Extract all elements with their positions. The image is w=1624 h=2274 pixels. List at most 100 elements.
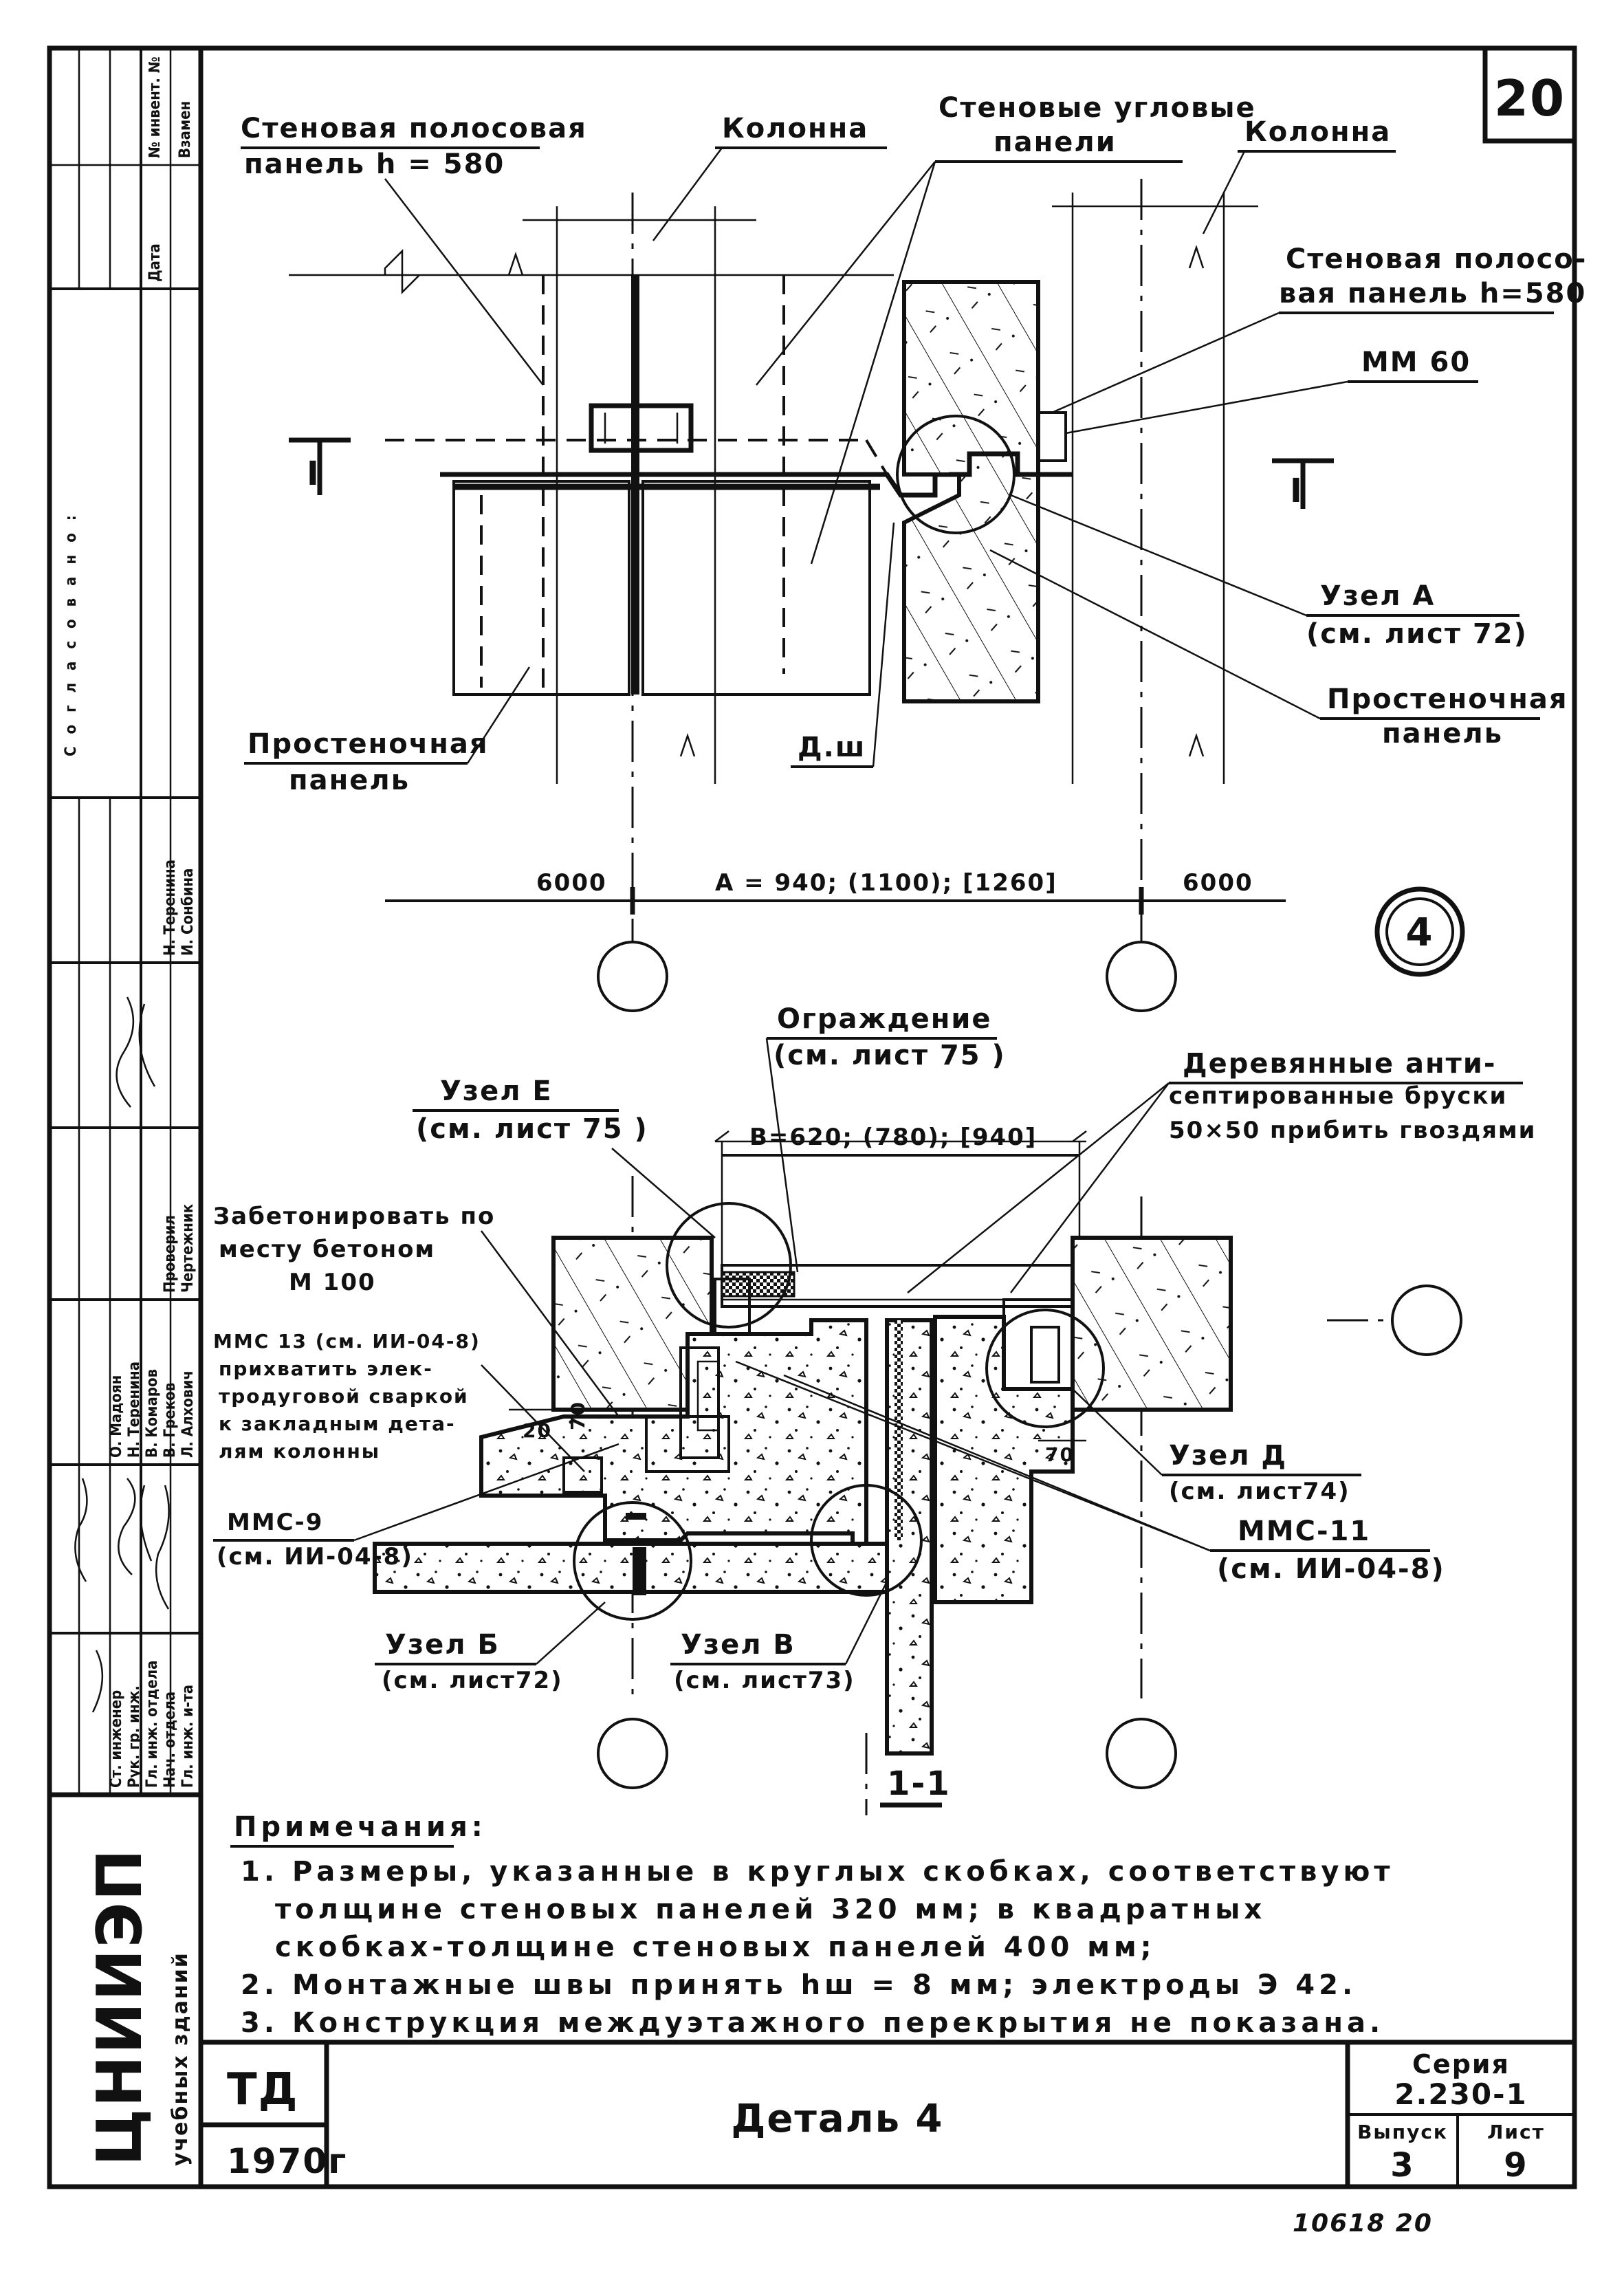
sheet-number: 20 [1494, 69, 1566, 127]
label-node-v-1: Узел В [681, 1629, 795, 1661]
section-mark-left: I [289, 437, 351, 495]
org-block: ЦНИИЭП учебных зданий [84, 1848, 193, 2166]
stamp-role2-2: Проверил [162, 1215, 179, 1293]
label-column-right: Колонна [1244, 116, 1391, 148]
section-view: 1-1 B=620; (780); [940] 20 70 70 Огражде… [213, 1003, 1537, 1815]
label-fence-1: Ограждение [777, 1003, 992, 1035]
stamp-inventory-label: № инвент. № [146, 56, 164, 158]
label-corner-panels-1: Стеновые угловые [939, 92, 1256, 124]
label-pier-panel-right-1: Простеночная [1327, 684, 1568, 715]
section-title: 1-1 [887, 1764, 951, 1803]
stamp-name-5: О. Мадоян [108, 1375, 125, 1458]
notes-heading: Примечания: [234, 1811, 487, 1843]
label-mmc11-2: (см. ИИ-04-8) [1217, 1553, 1445, 1585]
year: 1970г [227, 2141, 347, 2181]
label-mmc13-1: ММС 13 (см. ИИ-04-8) [213, 1330, 481, 1353]
label-pier-panel-right-2: панель [1382, 718, 1503, 750]
label-mm60: ММ 60 [1361, 347, 1471, 378]
stamp-role-5: Ст. инженер [108, 1690, 125, 1788]
note-line-1: 1. Размеры, указанные в круглых скобках,… [241, 1856, 1394, 1888]
issue-label: Выпуск [1357, 2121, 1448, 2143]
label-mmc13-3: тродуговой сваркой [219, 1385, 469, 1408]
dim-70a: 70 [567, 1401, 589, 1430]
axis-bubble-2 [1106, 941, 1177, 1012]
label-concrete-1: Забетонировать по [213, 1203, 495, 1230]
series-label: Серия [1412, 2049, 1510, 2079]
stamp-name-2: В. Греков [162, 1383, 179, 1458]
label-wall-panel-right-2: вая панель h=580 [1279, 278, 1586, 309]
signatures [74, 996, 170, 1713]
label-mmc9-1: ММС-9 [227, 1509, 323, 1536]
label-wood-bars-2: септированные бруски [1169, 1082, 1507, 1110]
dim-right: 6000 [1183, 869, 1253, 897]
axis-bubble-1 [597, 941, 668, 1012]
stamp-name-4: Н. Теренина [126, 1362, 143, 1458]
stamp-name-3: В. Комаров [144, 1369, 161, 1458]
series-value: 2.230-1 [1394, 2077, 1528, 2111]
stamp-name-1: Л. Алхович [179, 1370, 197, 1458]
label-mmc9-2: (см. ИИ-04-8) [217, 1543, 413, 1571]
svg-text:I: I [1290, 472, 1304, 510]
stamp-agreed-label: Согласовано: [63, 503, 80, 756]
axis-bubble-3 [597, 1718, 668, 1789]
label-fence-2: (см. лист 75 ) [773, 1040, 1006, 1071]
axis-bubble-5 [1391, 1284, 1462, 1356]
label-pier-panel-left-2: панель [289, 765, 410, 796]
label-node-v-2: (см. лист73) [674, 1667, 855, 1694]
label-dsh: Д.ш [798, 732, 866, 763]
label-concrete-2: месту бетоном [219, 1236, 435, 1263]
label-node-b-2: (см. лист72) [382, 1667, 563, 1694]
dim-b: B=620; (780); [940] [749, 1124, 1037, 1151]
note-line-5: 3. Конструкция междуэтажного перекрытия … [241, 2007, 1384, 2039]
axis-bubble-4 [1106, 1718, 1177, 1789]
drawing-title: Деталь 4 [732, 2097, 944, 2141]
section-mark-right: I [1272, 458, 1334, 510]
stamp-role-2: Нач. отдела [162, 1692, 179, 1788]
sheet-label: Лист [1487, 2121, 1545, 2143]
issue-value: 3 [1390, 2146, 1414, 2185]
label-mmc13-2: прихватить элек- [219, 1357, 433, 1380]
label-node-e-2: (см. лист 75 ) [416, 1113, 648, 1145]
label-mmc11-1: ММС-11 [1238, 1516, 1370, 1547]
note-line-3: скобках-толщине стеновых панелей 400 мм; [275, 1932, 1156, 1963]
label-pier-panel-left-1: Простеночная [248, 728, 489, 760]
label-wall-panel-right-1: Стеновая полосо- [1286, 243, 1587, 275]
label-node-b-1: Узел Б [385, 1629, 500, 1661]
label-node-e-1: Узел Е [440, 1075, 553, 1107]
footer-note: 10618 20 [1293, 2209, 1433, 2238]
note-line-4: 2. Монтажные швы принять hш = 8 мм; элек… [241, 1969, 1357, 2001]
note-line-2: толщине стеновых панелей 320 мм; в квадр… [275, 1894, 1266, 1925]
label-node-a-2: (см. лист 72) [1306, 618, 1528, 650]
org-subtitle: учебных зданий [168, 1952, 193, 2166]
label-concrete-3: М 100 [289, 1269, 376, 1296]
org-name: ЦНИИЭП [84, 1848, 156, 2166]
stamp-role-1: Гл. инж. и-та [179, 1685, 197, 1788]
label-mmc13-5: лям колонны [219, 1440, 380, 1463]
label-node-d-2: (см. лист74) [1169, 1478, 1350, 1505]
stamp-name2-2: Н. Теренина [162, 860, 179, 956]
stamp-name2-1: И. Сонбина [179, 868, 197, 956]
svg-text:I: I [307, 455, 320, 493]
label-wall-panel-left-1: Стеновая полосовая [241, 113, 587, 144]
stamp-replace-label: Взамен [177, 101, 194, 158]
label-wall-panel-left-2: панель h = 580 [244, 149, 505, 180]
label-node-d-1: Узел Д [1169, 1440, 1287, 1472]
stamp-role-3: Гл. инж. отдела [144, 1660, 161, 1788]
label-wood-bars-1: Деревянные анти- [1183, 1048, 1496, 1080]
sheet-number-box: 20 [1482, 45, 1577, 144]
label-node-a-1: Узел А [1320, 580, 1435, 612]
stamp-date-label: Дата [146, 243, 164, 282]
plan-view: I I 6000 A = 940; (1100); [1260] 6000 4 … [241, 92, 1587, 1012]
dim-mid: A = 940; (1100); [1260] [715, 869, 1057, 897]
sheet-value: 9 [1504, 2146, 1528, 2185]
td-code: ТД [227, 2064, 299, 2115]
detail-number-circle: 4 [1374, 886, 1465, 977]
label-mmc13-4: к закладным дета- [219, 1412, 456, 1435]
title-block: ТД 1970г Деталь 4 Серия 2.230-1 Выпуск 3… [201, 2040, 1574, 2187]
notes: Примечания: 1. Размеры, указанные в круг… [230, 1811, 1394, 2039]
stamp-role-4: Рук. гр. инж. [126, 1685, 143, 1788]
label-wood-bars-3: 50×50 прибить гвоздями [1169, 1117, 1537, 1144]
svg-text:4: 4 [1406, 910, 1434, 955]
stamp-role2-1: Чертежник [179, 1203, 197, 1293]
